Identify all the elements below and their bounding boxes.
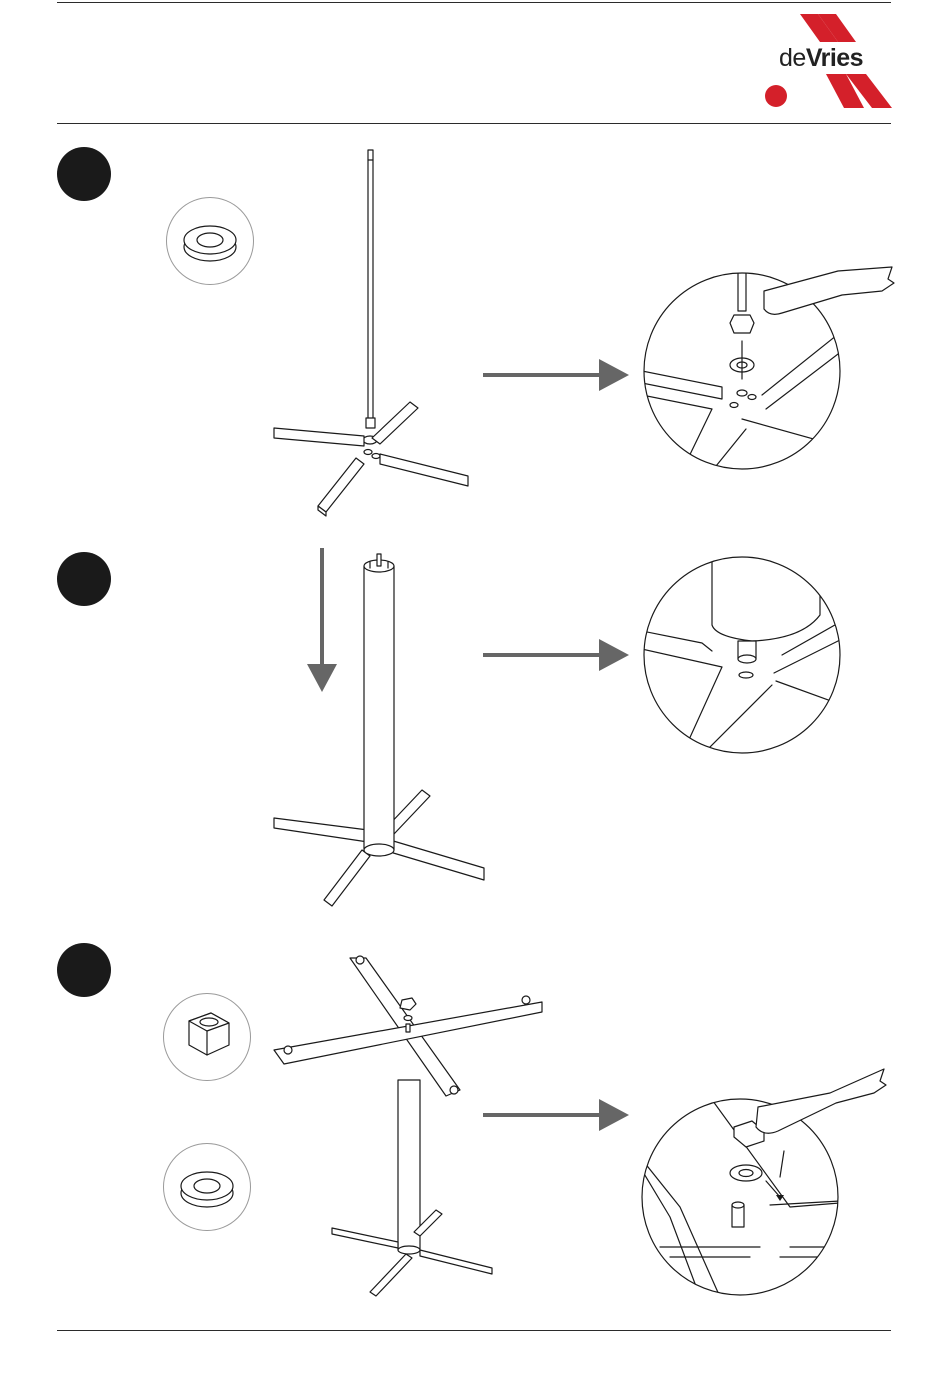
wrench-icon	[764, 267, 894, 314]
step-1-marker	[57, 147, 111, 201]
nut-icon	[163, 993, 251, 1081]
top-frame-fixing-detail	[640, 1097, 840, 1297]
washer-icon	[163, 1143, 251, 1231]
step-3-marker	[57, 943, 111, 997]
nut-to-base-detail	[642, 271, 842, 471]
header-bottom-rule	[57, 123, 891, 124]
step-3-direction-arrow	[483, 1097, 631, 1133]
logo-suffix: Vries	[806, 44, 863, 72]
logo-wordmark: deVries	[779, 46, 863, 71]
step-1-direction-arrow	[483, 357, 631, 393]
wrench-icon	[756, 1069, 886, 1133]
header-top-rule	[57, 2, 891, 3]
base-with-threaded-rod	[260, 140, 480, 520]
step-2-direction-arrow	[483, 637, 631, 673]
column-to-base-detail	[642, 555, 842, 755]
washer-icon	[166, 197, 254, 285]
base-with-column	[270, 550, 490, 912]
step-2-marker	[57, 552, 111, 606]
logo-prefix: de	[779, 44, 806, 72]
footer-rule	[57, 1330, 891, 1331]
